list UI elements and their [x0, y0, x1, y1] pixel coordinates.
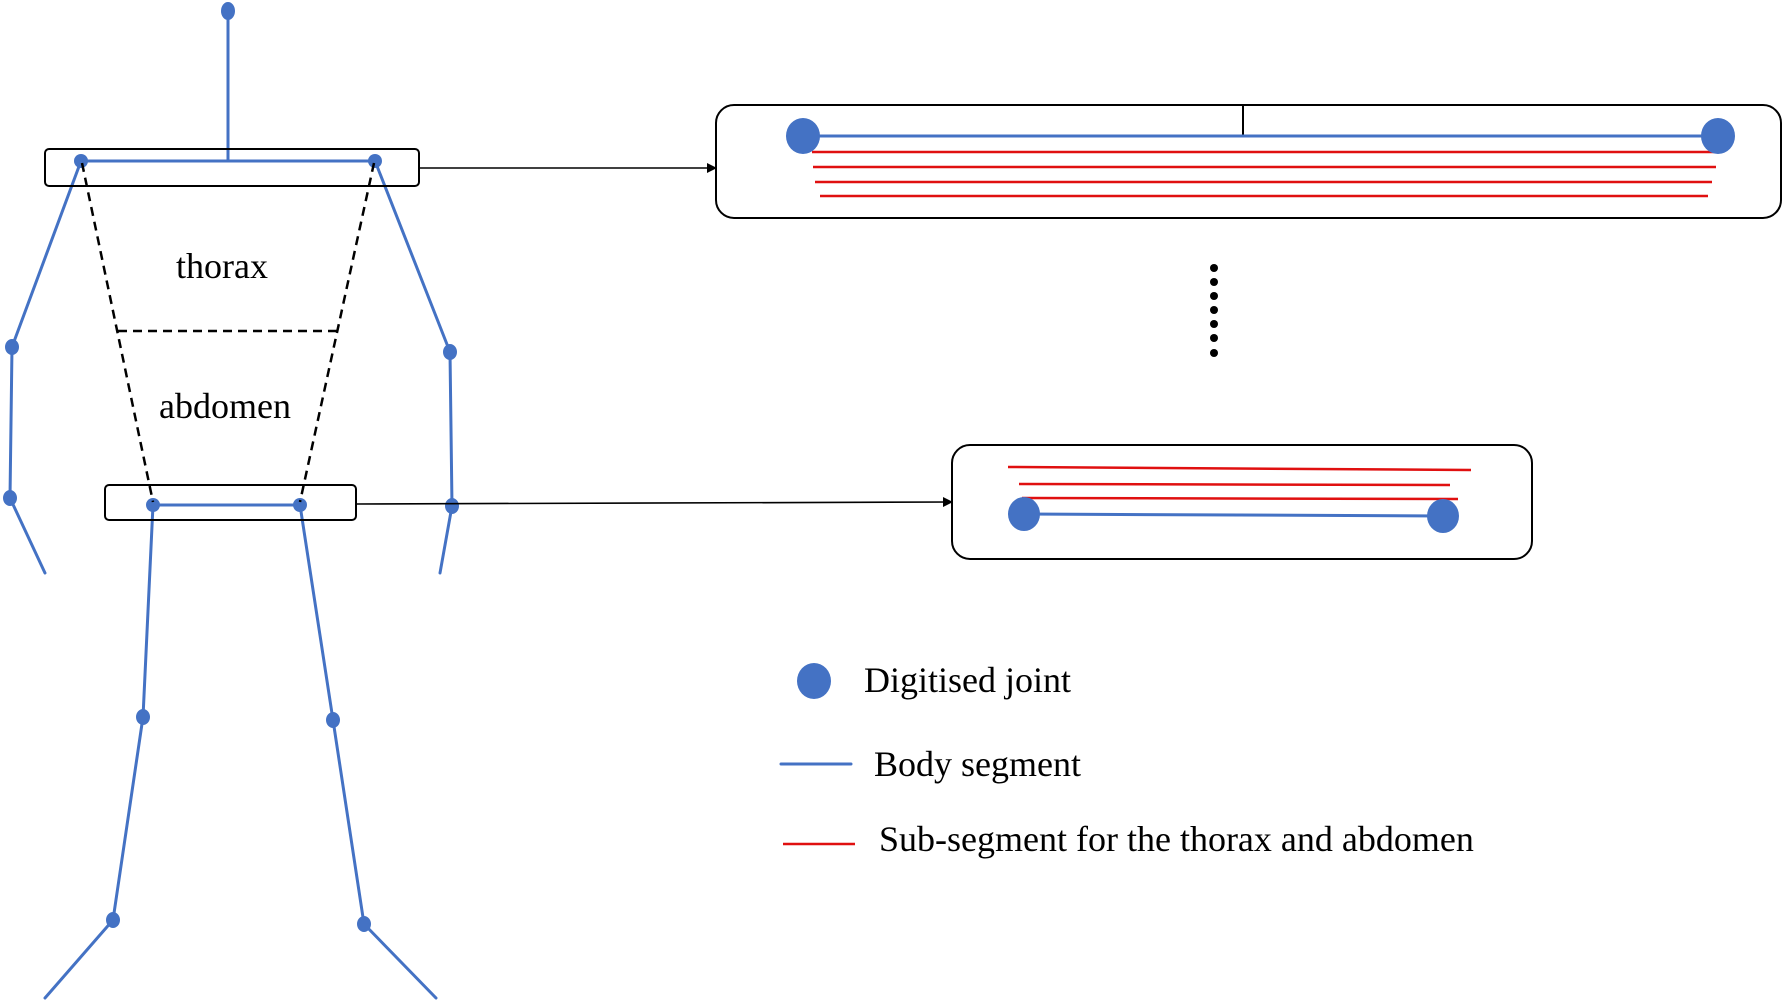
- trunk-left-edge: [80, 162, 155, 503]
- right-upper-arm-segment: [373, 159, 452, 354]
- abdomen-sub-segment: [1018, 482, 1451, 487]
- hip-to-abdomen-arrow: [355, 497, 953, 508]
- right-foot-segment: [362, 922, 438, 1000]
- abdomen-detail-panel: [951, 444, 1533, 560]
- left-ankle-joint: [106, 912, 120, 928]
- abdomen-sub-segment: [1021, 496, 1459, 501]
- thorax-detail-panel: [715, 104, 1782, 219]
- thorax-panel-right-joint: [1701, 118, 1735, 154]
- head-joint: [221, 2, 235, 20]
- left-thigh-segment: [141, 503, 155, 719]
- legend-sub-segment-label: Sub-segment for the thorax and abdomen: [879, 819, 1474, 859]
- right-ankle-joint: [357, 916, 371, 932]
- left-elbow-joint: [5, 339, 19, 355]
- left-upper-arm-segment: [10, 159, 83, 349]
- right-forearm-segment: [448, 350, 454, 508]
- right-shoulder-joint: [368, 154, 382, 168]
- legend: Digitised joint Body segment Sub-segment…: [779, 660, 1474, 859]
- stick-figure: [3, 2, 459, 1000]
- right-knee-joint: [326, 712, 340, 728]
- trunk-right-edge: [298, 162, 376, 503]
- trunk-outline: [80, 162, 376, 503]
- abdomen-panel-frame: [951, 444, 1533, 560]
- abdomen-label: abdomen: [159, 386, 291, 426]
- left-forearm-segment: [8, 345, 14, 500]
- thorax-panel-frame: [715, 104, 1782, 219]
- abdomen-sub-segment: [1007, 465, 1472, 472]
- abdomen-panel-body-segment: [1022, 512, 1445, 518]
- hip-selection-box: [104, 484, 357, 521]
- left-hand-segment: [8, 496, 47, 575]
- thorax-label: thorax: [176, 246, 268, 286]
- right-shank-segment: [331, 718, 366, 926]
- right-hand-segment: [438, 504, 454, 575]
- vertical-ellipsis: [1210, 264, 1218, 357]
- left-knee-joint: [136, 709, 150, 725]
- right-thigh-segment: [298, 503, 335, 722]
- legend-segment-label: Body segment: [874, 744, 1081, 784]
- left-shank-segment: [111, 715, 145, 922]
- left-hip-joint: [146, 498, 160, 512]
- right-elbow-joint: [443, 344, 457, 360]
- legend-joint-marker: [797, 663, 831, 699]
- legend-joint-label: Digitised joint: [864, 660, 1071, 700]
- abdomen-panel-left-joint: [1008, 497, 1040, 531]
- right-wrist-joint: [445, 498, 459, 514]
- left-shoulder-joint: [74, 154, 88, 168]
- abdomen-panel-right-joint: [1427, 499, 1459, 533]
- shoulder-selection-box: [44, 148, 420, 187]
- left-foot-segment: [43, 918, 115, 1000]
- left-wrist-joint: [3, 490, 17, 506]
- thorax-panel-left-joint: [786, 118, 820, 154]
- right-hip-joint: [293, 498, 307, 512]
